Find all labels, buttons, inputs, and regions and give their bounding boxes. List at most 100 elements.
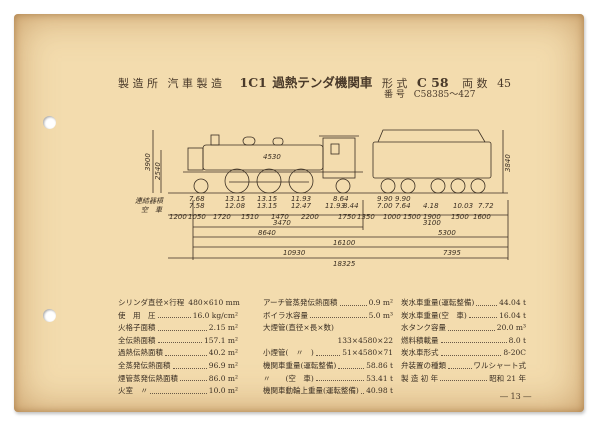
spec-leader xyxy=(157,322,207,331)
spec-value: 10.0 m² xyxy=(208,386,238,396)
spec-value: ワルシャート式 xyxy=(473,360,527,370)
drawing-dimension-label: 2200 xyxy=(301,213,319,221)
dim-3470: 3470 xyxy=(273,219,291,227)
drawing-dimension-label: 1510 xyxy=(241,213,259,221)
spec-row: 水タンク容量 20.0 m³ xyxy=(401,322,526,335)
tender-coal xyxy=(377,129,486,143)
spec-label: 炭水車形式 xyxy=(401,348,439,358)
drawing-dimension-label: 1350 xyxy=(357,213,375,221)
spec-leader xyxy=(339,297,367,306)
spec-label: 全伝熱面積 xyxy=(118,335,156,345)
spec-leader xyxy=(440,335,507,344)
spec-leader xyxy=(440,347,502,356)
spec-value: 40.2 m² xyxy=(208,348,238,358)
spec-row: 〃 (空 車)53.41 t xyxy=(263,373,393,386)
drawing-dimension-label: 4.18 xyxy=(423,202,439,210)
drawing-dimension-label: 1050 xyxy=(188,213,206,221)
spec-leader xyxy=(315,347,341,356)
drawing-dimension-label: 1600 xyxy=(473,213,491,221)
drawing-dimension-label: 10.03 xyxy=(453,202,473,210)
spec-label: 機関車重量(運転整備) xyxy=(263,360,337,370)
drawing-dimension-label: 7.00 xyxy=(377,202,393,210)
drawing-dimension-label: 1470 xyxy=(271,213,289,221)
spec-label: 製 造 初 年 xyxy=(401,373,439,383)
spec-label: シリンダ直径×行程 xyxy=(118,298,185,307)
drawing-dimension-label: 13.15 xyxy=(225,195,246,203)
spec-value: 86.0 m² xyxy=(208,373,238,383)
dim-18325: 18325 xyxy=(333,260,356,268)
spec-label: 炭水車重量(運転整備) xyxy=(401,298,475,307)
height-left2: 2540 xyxy=(154,162,162,180)
serial-line: 番 号 C58385～427 xyxy=(384,87,481,100)
spec-leader xyxy=(448,360,472,369)
spec-label: アーチ管蒸発伝熱面積 xyxy=(263,298,338,307)
serial: C58385～427 xyxy=(413,90,476,100)
spec-row: 火格子面積 2.15 m² xyxy=(118,322,238,335)
count-label: 両 数 xyxy=(462,77,488,90)
dim-16100: 16100 xyxy=(333,239,356,247)
spec-leader xyxy=(336,322,391,331)
spec-label: 炭水車重量(空 車) xyxy=(401,310,467,320)
spec-label: 使 用 圧 xyxy=(118,310,156,320)
drawing-dimension-label: 11.93 xyxy=(325,202,345,210)
tender-body xyxy=(372,141,492,179)
spec-row: 大煙管(直径×長×数) xyxy=(263,322,393,335)
spec-row: ボイラ水容量 5.0 m³ xyxy=(263,310,393,323)
drawing-dimension-label: 1000 xyxy=(383,213,401,221)
drawing-dimension-label: 11.93 xyxy=(291,195,311,203)
count: 45 xyxy=(497,77,512,90)
drawing-dimension-label: 1750 xyxy=(338,213,356,221)
drawing-dimension-label: 9.90 xyxy=(395,195,411,203)
spec-row: 機関車動輪上重量(運転整備)40.98 t xyxy=(263,385,393,398)
punch-hole-top xyxy=(43,116,56,129)
spec-row: 小煙管( 〃 )51×4580×71 xyxy=(263,347,393,360)
spec-label: 〃 (空 車) xyxy=(263,373,314,383)
drawing-dimension-label: 12.08 xyxy=(225,202,246,210)
spec-label: 大煙管(直径×長×数) xyxy=(263,323,334,333)
spec-leader xyxy=(310,310,367,319)
spec-value: 96.9 m² xyxy=(208,360,238,370)
height-right: 3840 xyxy=(504,154,512,172)
steam-dome xyxy=(242,136,256,146)
serial-label: 番 号 xyxy=(384,90,405,100)
spec-label: 火格子面積 xyxy=(118,323,156,333)
spec-value: 昭和 21 年 xyxy=(489,373,526,383)
spec-value: 20.0 m³ xyxy=(496,323,526,333)
spec-leader xyxy=(315,373,365,382)
spec-leader xyxy=(157,335,203,344)
spec-value: 157.1 m² xyxy=(204,335,238,345)
spec-value: 5.0 m³ xyxy=(368,310,393,320)
dim-5300: 5300 xyxy=(438,229,456,237)
spec-label: ボイラ水容量 xyxy=(263,310,308,320)
spec-label: 水タンク容量 xyxy=(401,323,446,333)
spec-row: 炭水車重量(空 車) 16.04 t xyxy=(401,310,526,323)
spec-label: 煙管蒸発伝熱面積 xyxy=(118,373,178,383)
coupler-label-1: 連結器槓 xyxy=(135,197,164,205)
spec-leader xyxy=(180,373,207,382)
spec-row: 煙管蒸発伝熱面積 86.0 m² xyxy=(118,373,238,386)
drawing-dimension-label: 13.15 xyxy=(257,195,278,203)
drawing-dimension-label: 12.47 xyxy=(291,202,312,210)
drawing-dimension-label: 1500 xyxy=(403,213,421,221)
drawing-dimension-label: 7.72 xyxy=(478,202,494,210)
drawing-dimension-label: 1200 xyxy=(169,213,187,221)
spec-value: 2.15 m² xyxy=(208,323,238,333)
spec-leader xyxy=(265,335,335,344)
spec-value: 16.04 t xyxy=(499,310,526,320)
spec-row: 火室 〃10.0 m² xyxy=(118,385,238,398)
boiler-dim: 4530 xyxy=(263,153,281,161)
spec-value: 133×4580×22 xyxy=(337,335,393,345)
cab xyxy=(322,137,356,179)
dim-10930: 10930 xyxy=(283,249,306,257)
spec-row: 炭水車重量(運転整備)44.04 t xyxy=(401,297,526,310)
spec-leader xyxy=(448,322,495,331)
drawing-dimension-label: 9.90 xyxy=(377,195,393,203)
